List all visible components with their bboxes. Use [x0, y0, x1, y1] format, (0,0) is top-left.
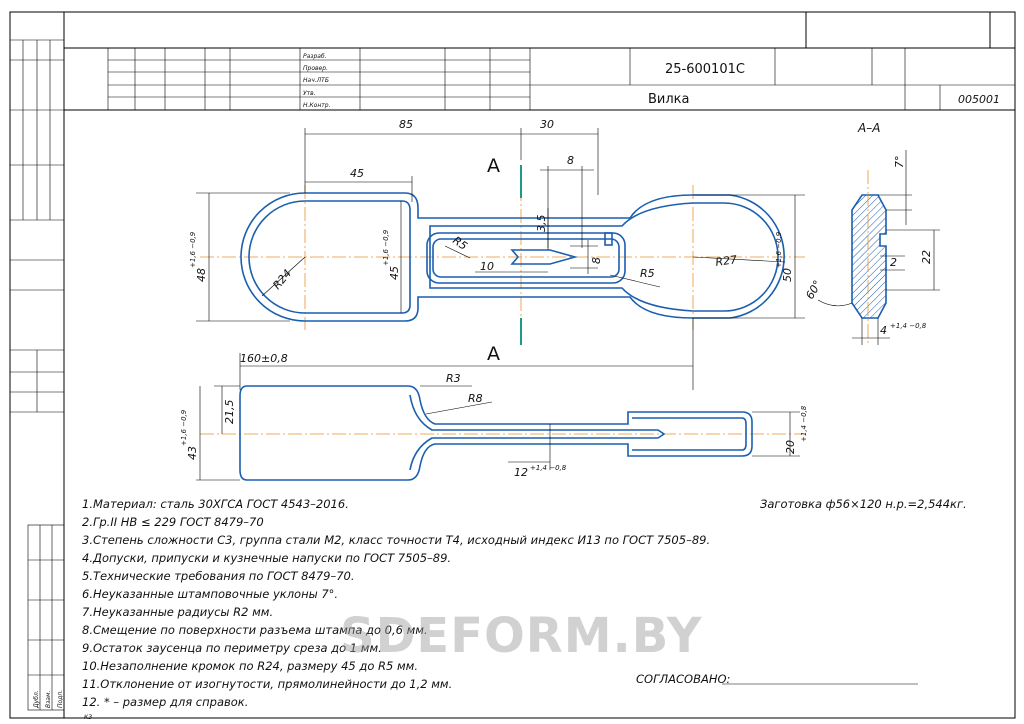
section-dim-2: 2 — [890, 256, 897, 269]
stamp-label-vzam: Взам. — [45, 690, 52, 708]
dim-43-tolerance: +1,6 −0,9 — [180, 409, 188, 446]
plan-view: А А 85 30 45 8 3,5 10 8 R5 R5 — [189, 118, 805, 390]
dim-10: 10 — [480, 260, 494, 273]
section-view: А–А 7° 22 2 60° 4 +1,4 −0,8 — [803, 121, 940, 345]
note-8: 8.Смещение по поверхности разъема штампа… — [82, 623, 428, 637]
side-view: R3 R8 21,5 43 +1,6 −0,9 20 +1,4 −0,8 12 … — [180, 372, 808, 481]
note-11: 11.Отклонение от изогнутости, прямолиней… — [82, 677, 452, 691]
dim-r5-right: R5 — [640, 267, 655, 280]
left-column-top — [9, 12, 64, 413]
section-mark-bottom: А — [487, 343, 500, 365]
footer-code: КЗ — [84, 714, 92, 721]
role-approved: Утв. — [303, 90, 316, 97]
dim-r3: R3 — [446, 372, 461, 385]
doc-code: 005001 — [958, 93, 1000, 106]
dim-20-tolerance: +1,4 −0,8 — [800, 405, 808, 442]
approval: СОГЛАСОВАНО: — [636, 672, 918, 686]
inner-slot — [426, 232, 626, 284]
note-4: 4.Допуски, припуски и кузнечные напуски … — [82, 551, 451, 565]
dim-3-5: 3,5 — [535, 215, 548, 233]
dim-8-top: 8 — [567, 154, 574, 167]
section-dim-22: 22 — [920, 250, 933, 264]
stamp-label-dubl: Дубл. — [33, 690, 40, 709]
role-norm-control: Н.Контр. — [303, 102, 331, 109]
section-dim-4-tolerance: +1,4 −0,8 — [890, 322, 927, 330]
section-dim-4: 4 — [880, 324, 887, 337]
dim-160: 160±0,8 — [240, 352, 288, 365]
part-outline-side — [239, 385, 753, 481]
dim-12-tolerance: +1,4 −0,8 — [530, 464, 567, 472]
role-head: Нач.ЛТБ — [303, 77, 329, 84]
dim-r8: R8 — [468, 392, 483, 405]
note-2: 2.Гр.II НВ ≤ 229 ГОСТ 8479–70 — [82, 515, 264, 529]
blank-note: Заготовка ф56×120 н.р.=2,544кг. — [760, 497, 967, 511]
dim-8-vertical: 8 — [590, 257, 603, 264]
dim-45-vertical: 45 — [388, 266, 401, 280]
note-12: 12. * – размер для справок. — [82, 695, 248, 709]
dim-21-5: 21,5 — [223, 400, 236, 425]
section-hatched-body — [851, 194, 887, 319]
watermark: SDEFORM.BY — [340, 608, 703, 664]
part-name: Вилка — [648, 92, 690, 107]
note-9: 9.Остаток заусенца по периметру среза до… — [82, 641, 382, 655]
dim-85: 85 — [399, 118, 413, 131]
dim-r27: R27 — [715, 253, 738, 269]
dim-45-tolerance: +1,6 −0,9 — [382, 229, 390, 266]
dim-45-horizontal: 45 — [350, 167, 364, 180]
dim-50: 50 — [781, 268, 794, 282]
dim-48: 48 — [195, 268, 208, 282]
section-mark-top: А — [487, 155, 500, 177]
note-6: 6.Неуказанные штамповочные уклоны 7°. — [82, 587, 338, 601]
dim-50-tolerance: +1,6 −0,9 — [775, 231, 783, 268]
section-title: А–А — [857, 121, 880, 135]
note-7: 7.Неуказанные радиусы R2 мм. — [82, 605, 273, 619]
section-angle-7: 7° — [893, 156, 906, 169]
role-checker: Провер. — [303, 65, 328, 72]
stamp-label-podp: Подп. — [57, 690, 64, 708]
dim-48-tolerance: +1,6 −0,9 — [189, 231, 197, 268]
note-1: 1.Материал: сталь 30ХГСА ГОСТ 4543–2016. — [82, 497, 349, 511]
dim-r24: R24 — [270, 267, 294, 292]
note-10: 10.Незаполнение кромок по R24, размеру 4… — [82, 659, 418, 673]
note-3: 3.Степень сложности С3, группа стали М2,… — [82, 533, 710, 547]
technical-notes: 1.Материал: сталь 30ХГСА ГОСТ 4543–2016.… — [82, 497, 710, 709]
part-designation: 25-600101C — [665, 62, 745, 77]
sheet-frame — [9, 11, 1016, 719]
note-5: 5.Технические требования по ГОСТ 8479–70… — [82, 569, 355, 583]
dim-43: 43 — [186, 446, 199, 460]
title-block: Разраб. Провер. Нач.ЛТБ Утв. Н.Контр. 25… — [64, 12, 1015, 111]
dim-30: 30 — [540, 118, 554, 131]
dim-20: 20 — [784, 440, 797, 454]
section-angle-60: 60° — [803, 278, 824, 301]
role-developer: Разраб. — [303, 53, 327, 60]
approval-label: СОГЛАСОВАНО: — [636, 672, 730, 686]
dim-12: 12 — [514, 466, 528, 479]
left-stamp-bottom: Дубл. Взам. Подп. — [27, 524, 65, 711]
